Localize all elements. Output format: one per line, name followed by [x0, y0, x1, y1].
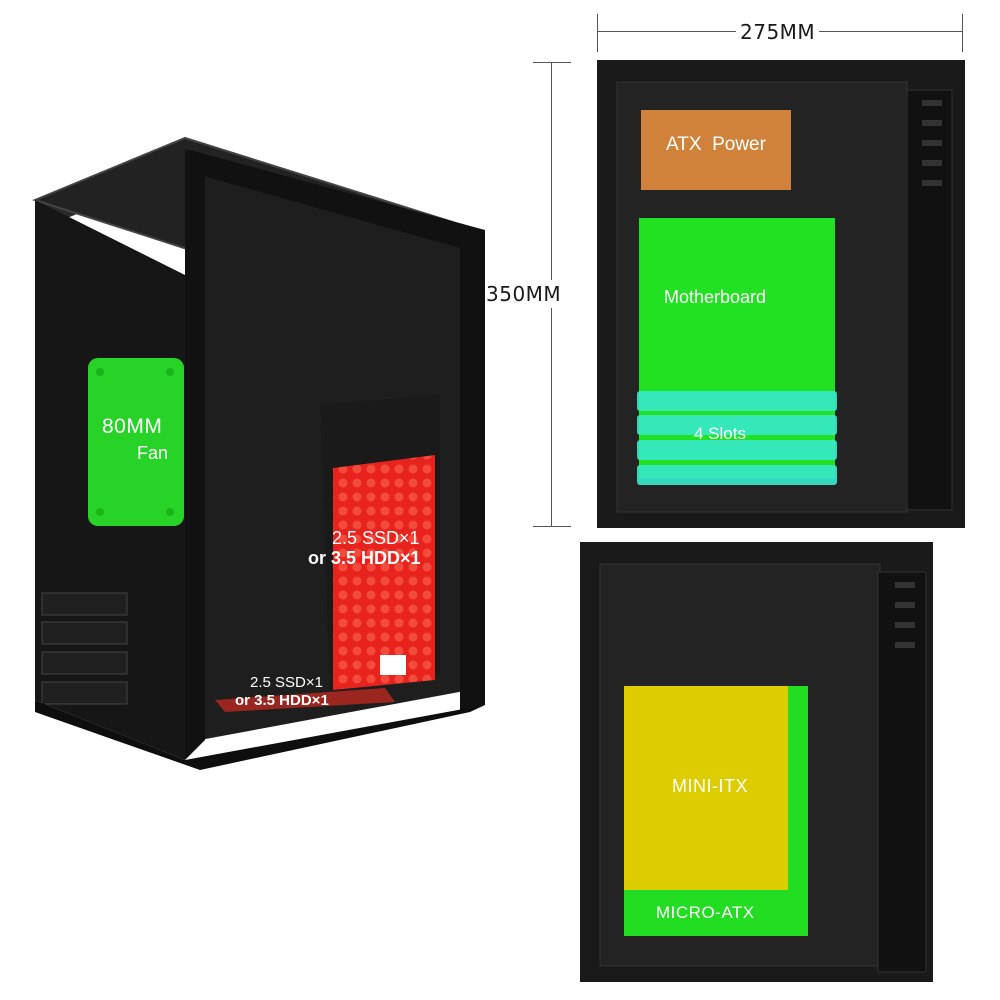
drive-bay-cutout [380, 655, 406, 675]
atx-front-bay [906, 89, 953, 511]
width-dimension-label: 275MM [736, 20, 820, 44]
expansion-slot-1 [41, 592, 128, 616]
motherboard-label: Motherboard [664, 287, 767, 307]
expansion-slot-2 [41, 621, 128, 645]
height-dimension-tick-bottom [533, 526, 571, 527]
width-dimension-tick-left [597, 14, 598, 52]
mini-itx-board [624, 686, 788, 890]
slot-1 [637, 391, 837, 411]
width-dimension-tick-right [962, 14, 963, 52]
atx-power-supply [641, 110, 791, 190]
slot-3 [637, 440, 837, 460]
bottom-drive-highlight [215, 688, 395, 712]
height-dimension-tick-top [533, 62, 571, 63]
drive-bay-highlight [333, 455, 435, 690]
atx-power-label: ATX Power [666, 134, 766, 155]
expansion-slot-3 [41, 651, 128, 675]
slot-4 [637, 465, 837, 485]
micro-atx-label: MICRO-ATX [656, 903, 755, 922]
drive-top-label-line2: or 3.5 HDD×1 [308, 548, 421, 568]
slots-label: 4 Slots [694, 424, 746, 443]
drive-top-label-line1: 2.5 SSD×1 [332, 528, 420, 548]
height-dimension-label: 350MM [486, 280, 562, 308]
expansion-slot-4 [41, 681, 128, 705]
case-front-pillar [185, 150, 205, 760]
case-base [35, 700, 485, 770]
case-perspective-illustration [32, 136, 485, 770]
drive-bottom-label-line2: or 3.5 HDD×1 [235, 692, 329, 709]
mini-itx-label: MINI-ITX [672, 776, 748, 796]
fan-highlight [88, 358, 184, 526]
matx-side-view [580, 542, 933, 982]
drive-bottom-label-line1: 2.5 SSD×1 [250, 674, 323, 691]
matx-front-bay [877, 571, 927, 973]
fan-label: Fan [137, 443, 169, 463]
fan-size-label: 80MM [102, 415, 163, 438]
atx-side-view [597, 60, 965, 528]
slot-2 [637, 415, 837, 435]
